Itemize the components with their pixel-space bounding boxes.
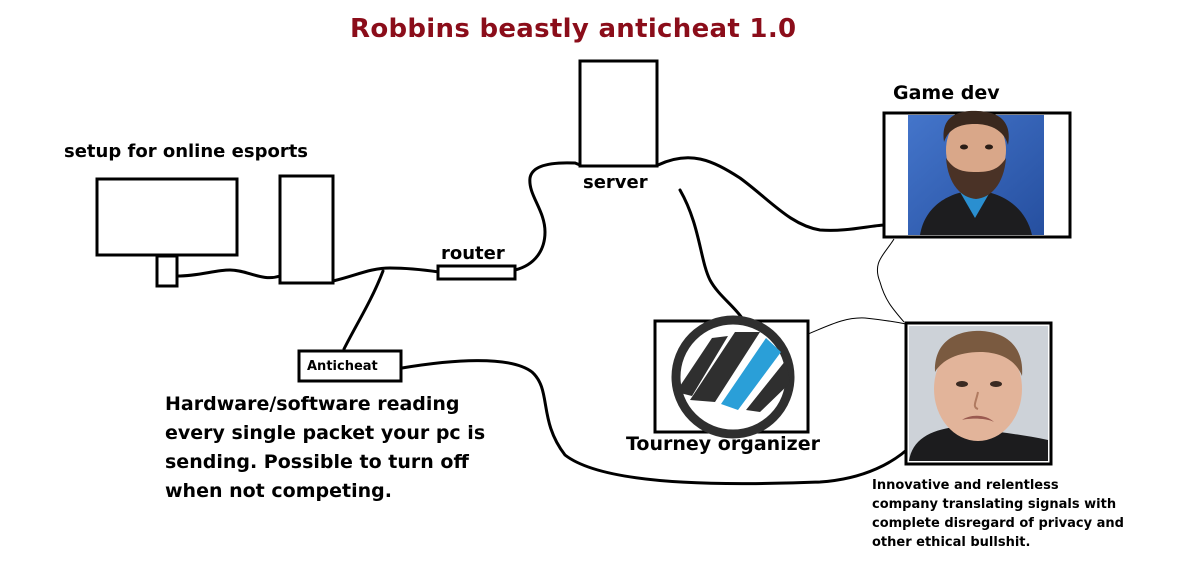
- cable-server-gamedev: [656, 156, 886, 232]
- cable-monitor-pc: [175, 268, 282, 280]
- bearded-man-photo: [908, 110, 1044, 235]
- company-description-line: Innovative and relentless: [872, 478, 1059, 493]
- game-dev-frame: [882, 110, 1072, 239]
- server-label: server: [583, 172, 648, 193]
- wire-tourney-company: [807, 317, 907, 335]
- wire-gamedev-company: [876, 238, 905, 323]
- game-dev-label: Game dev: [893, 82, 1000, 104]
- cable-server-tourney: [678, 188, 744, 320]
- anticheat-description: Hardware/software reading every single p…: [165, 390, 545, 506]
- anticheat-description-line: Hardware/software reading: [165, 393, 460, 415]
- cable-router-server: [513, 161, 582, 272]
- company-description-line: other ethical bullshit.: [872, 535, 1031, 550]
- pc-tower-shape: [278, 174, 335, 285]
- anticheat-label: Anticheat: [307, 359, 378, 374]
- company-description: Innovative and relentless company transl…: [872, 476, 1192, 552]
- monitor-shape: [95, 177, 239, 257]
- cable-pc-router: [331, 266, 441, 283]
- server-shape: [578, 59, 659, 168]
- setup-label: setup for online esports: [64, 141, 309, 162]
- anticheat-box: [297, 349, 403, 383]
- anticheat-description-line: every single packet your pc is: [165, 422, 486, 444]
- company-description-line: complete disregard of privacy and: [872, 516, 1124, 531]
- diagram-title: Robbins beastly anticheat 1.0: [350, 14, 797, 44]
- striped-circle-logo: [671, 315, 795, 439]
- anticheat-description-line: when not competing.: [165, 480, 392, 502]
- router-label: router: [441, 243, 505, 264]
- frowning-man-photo: [909, 326, 1048, 461]
- anticheat-description-line: sending. Possible to turn off: [165, 451, 469, 473]
- tourney-organizer-label: Tourney organizer: [626, 433, 820, 455]
- tourney-frame: [653, 315, 810, 439]
- monitor-stand: [155, 254, 179, 288]
- cable-anticheat-company: [400, 359, 914, 486]
- cable-anticheat-line: [342, 269, 385, 351]
- company-frame: [904, 321, 1053, 466]
- company-description-line: company translating signals with: [872, 497, 1117, 512]
- router-shape: [436, 264, 517, 281]
